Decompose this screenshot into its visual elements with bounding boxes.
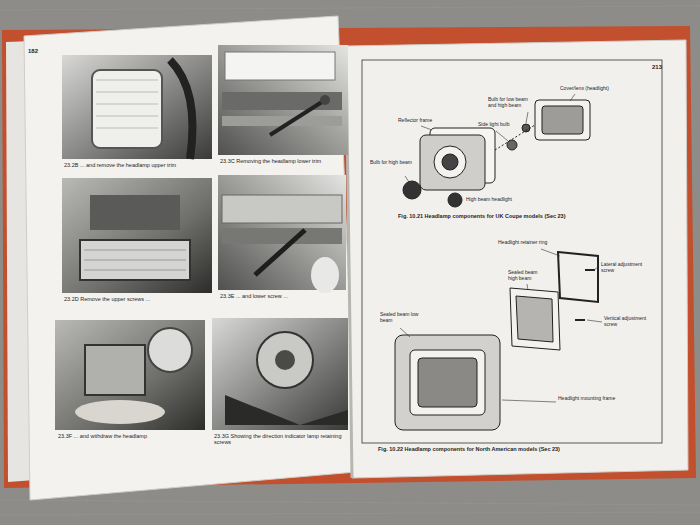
photo-caption: 23.2D Remove the upper screws ... (64, 296, 212, 302)
figure-caption: Fig. 10.21 Headlamp components for UK Co… (398, 213, 648, 219)
leader-line (400, 94, 602, 402)
photo (62, 178, 212, 293)
photo (212, 318, 348, 430)
part-label: High beam headlight (466, 197, 512, 203)
figure-caption: Fig. 10.22 Headlamp components for North… (378, 446, 648, 452)
fabric-texture (0, 6, 700, 515)
photo-caption: 23.3F ... and withdraw the headlamp (58, 433, 206, 439)
figure-border (362, 60, 662, 443)
photo (55, 320, 205, 430)
headlamp-exploded-na (395, 252, 598, 430)
photo-caption: 23.2B ... and remove the headlamp upper … (64, 162, 212, 168)
headlamp-exploded-uk (403, 100, 590, 207)
part-label: Bulb for high beam (370, 160, 412, 166)
part-label: Headlight mounting frame (558, 396, 620, 402)
page-number: 213 (652, 64, 662, 71)
part-label: Sealed beam high beam (508, 270, 548, 282)
photo (218, 45, 348, 155)
photo (218, 175, 346, 293)
part-label: Cover/lens (headlight) (560, 86, 609, 92)
part-label: Sealed beam low beam (380, 312, 420, 324)
part-label: Lateral adjustment screw (601, 262, 656, 274)
part-label: Headlight retainer ring (498, 240, 547, 246)
part-label: Reflector frame (398, 118, 432, 124)
left-page (24, 16, 356, 500)
part-label: Vertical adjustment screw (604, 316, 659, 328)
photo-caption: 23.3C Removing the headlamp lower trim (220, 158, 348, 164)
part-label: Bulb for low beam and high beam (488, 97, 534, 109)
photo-caption: 23.3E ... and lower screw ... (220, 293, 348, 299)
photo (62, 55, 212, 159)
part-label: Side light bulb (478, 122, 509, 128)
page-number: 182 (28, 48, 38, 55)
photo-caption: 23.3G Showing the direction indicator la… (214, 433, 348, 446)
right-page (346, 40, 688, 478)
